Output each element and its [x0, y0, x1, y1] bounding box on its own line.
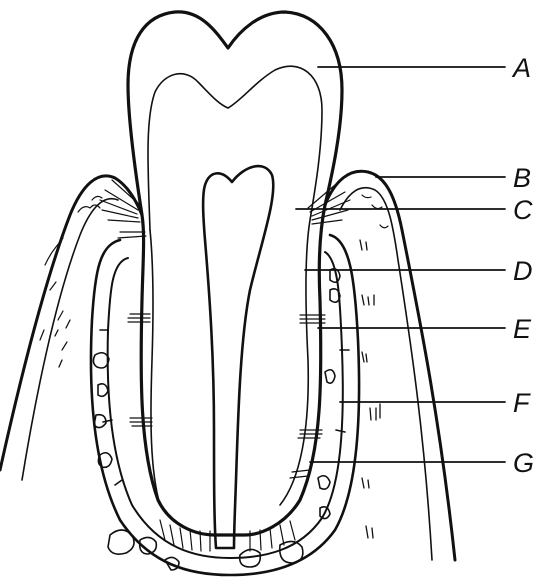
labels: A B C D E F G: [511, 53, 534, 478]
label-b: B: [513, 163, 531, 193]
left-gingiva-bone: [0, 176, 142, 480]
leader-lines: [296, 67, 505, 462]
pulp-cavity: [203, 166, 273, 548]
dentin-enamel-junction: [148, 66, 322, 505]
label-e: E: [513, 314, 532, 344]
label-g: G: [513, 448, 534, 478]
label-a: A: [511, 53, 531, 83]
periodontal-fibers: [100, 180, 350, 551]
tooth-outline: [128, 12, 342, 535]
label-c: C: [513, 195, 533, 225]
right-gingiva-bone: [325, 171, 455, 560]
label-f: F: [513, 388, 531, 418]
label-d: D: [513, 256, 533, 286]
